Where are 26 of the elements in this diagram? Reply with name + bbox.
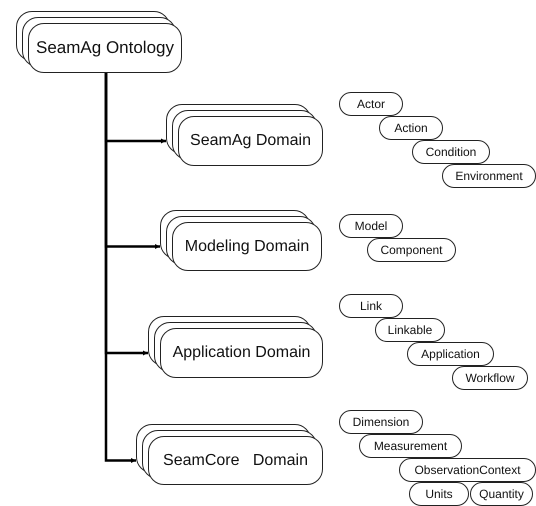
class-pill: Quantity [470, 482, 533, 506]
stacked-rounded-box [160, 210, 322, 271]
stacked-rounded-box [148, 316, 323, 378]
node-label: Application Domain [172, 344, 310, 362]
class-pill: Linkable [375, 318, 445, 342]
class-pill: Workflow [452, 366, 528, 390]
class-pill: Application [407, 342, 494, 366]
class-pill: Units [409, 482, 469, 506]
class-pill: Action [379, 116, 443, 140]
class-pill: Model [339, 214, 403, 238]
class-pill: Environment [442, 164, 536, 188]
stacked-rounded-box [16, 11, 182, 73]
class-pill: Dimension [339, 410, 423, 434]
node-label: SeamAg Domain [190, 132, 311, 150]
stacked-rounded-box [136, 424, 323, 485]
class-pill: Link [339, 294, 403, 318]
class-pill: ObservationContext [399, 458, 536, 482]
node-label: SeamCore Domain [163, 452, 308, 470]
class-pill: Measurement [359, 434, 462, 458]
arrow [104, 73, 136, 463]
node-label: Modeling Domain [184, 238, 310, 256]
class-pill: Component [367, 238, 456, 262]
class-pill: Condition [412, 140, 490, 164]
class-pill: Actor [339, 92, 403, 116]
stacked-rounded-box [166, 104, 323, 166]
node-label: SeamAg Ontology [36, 38, 174, 58]
